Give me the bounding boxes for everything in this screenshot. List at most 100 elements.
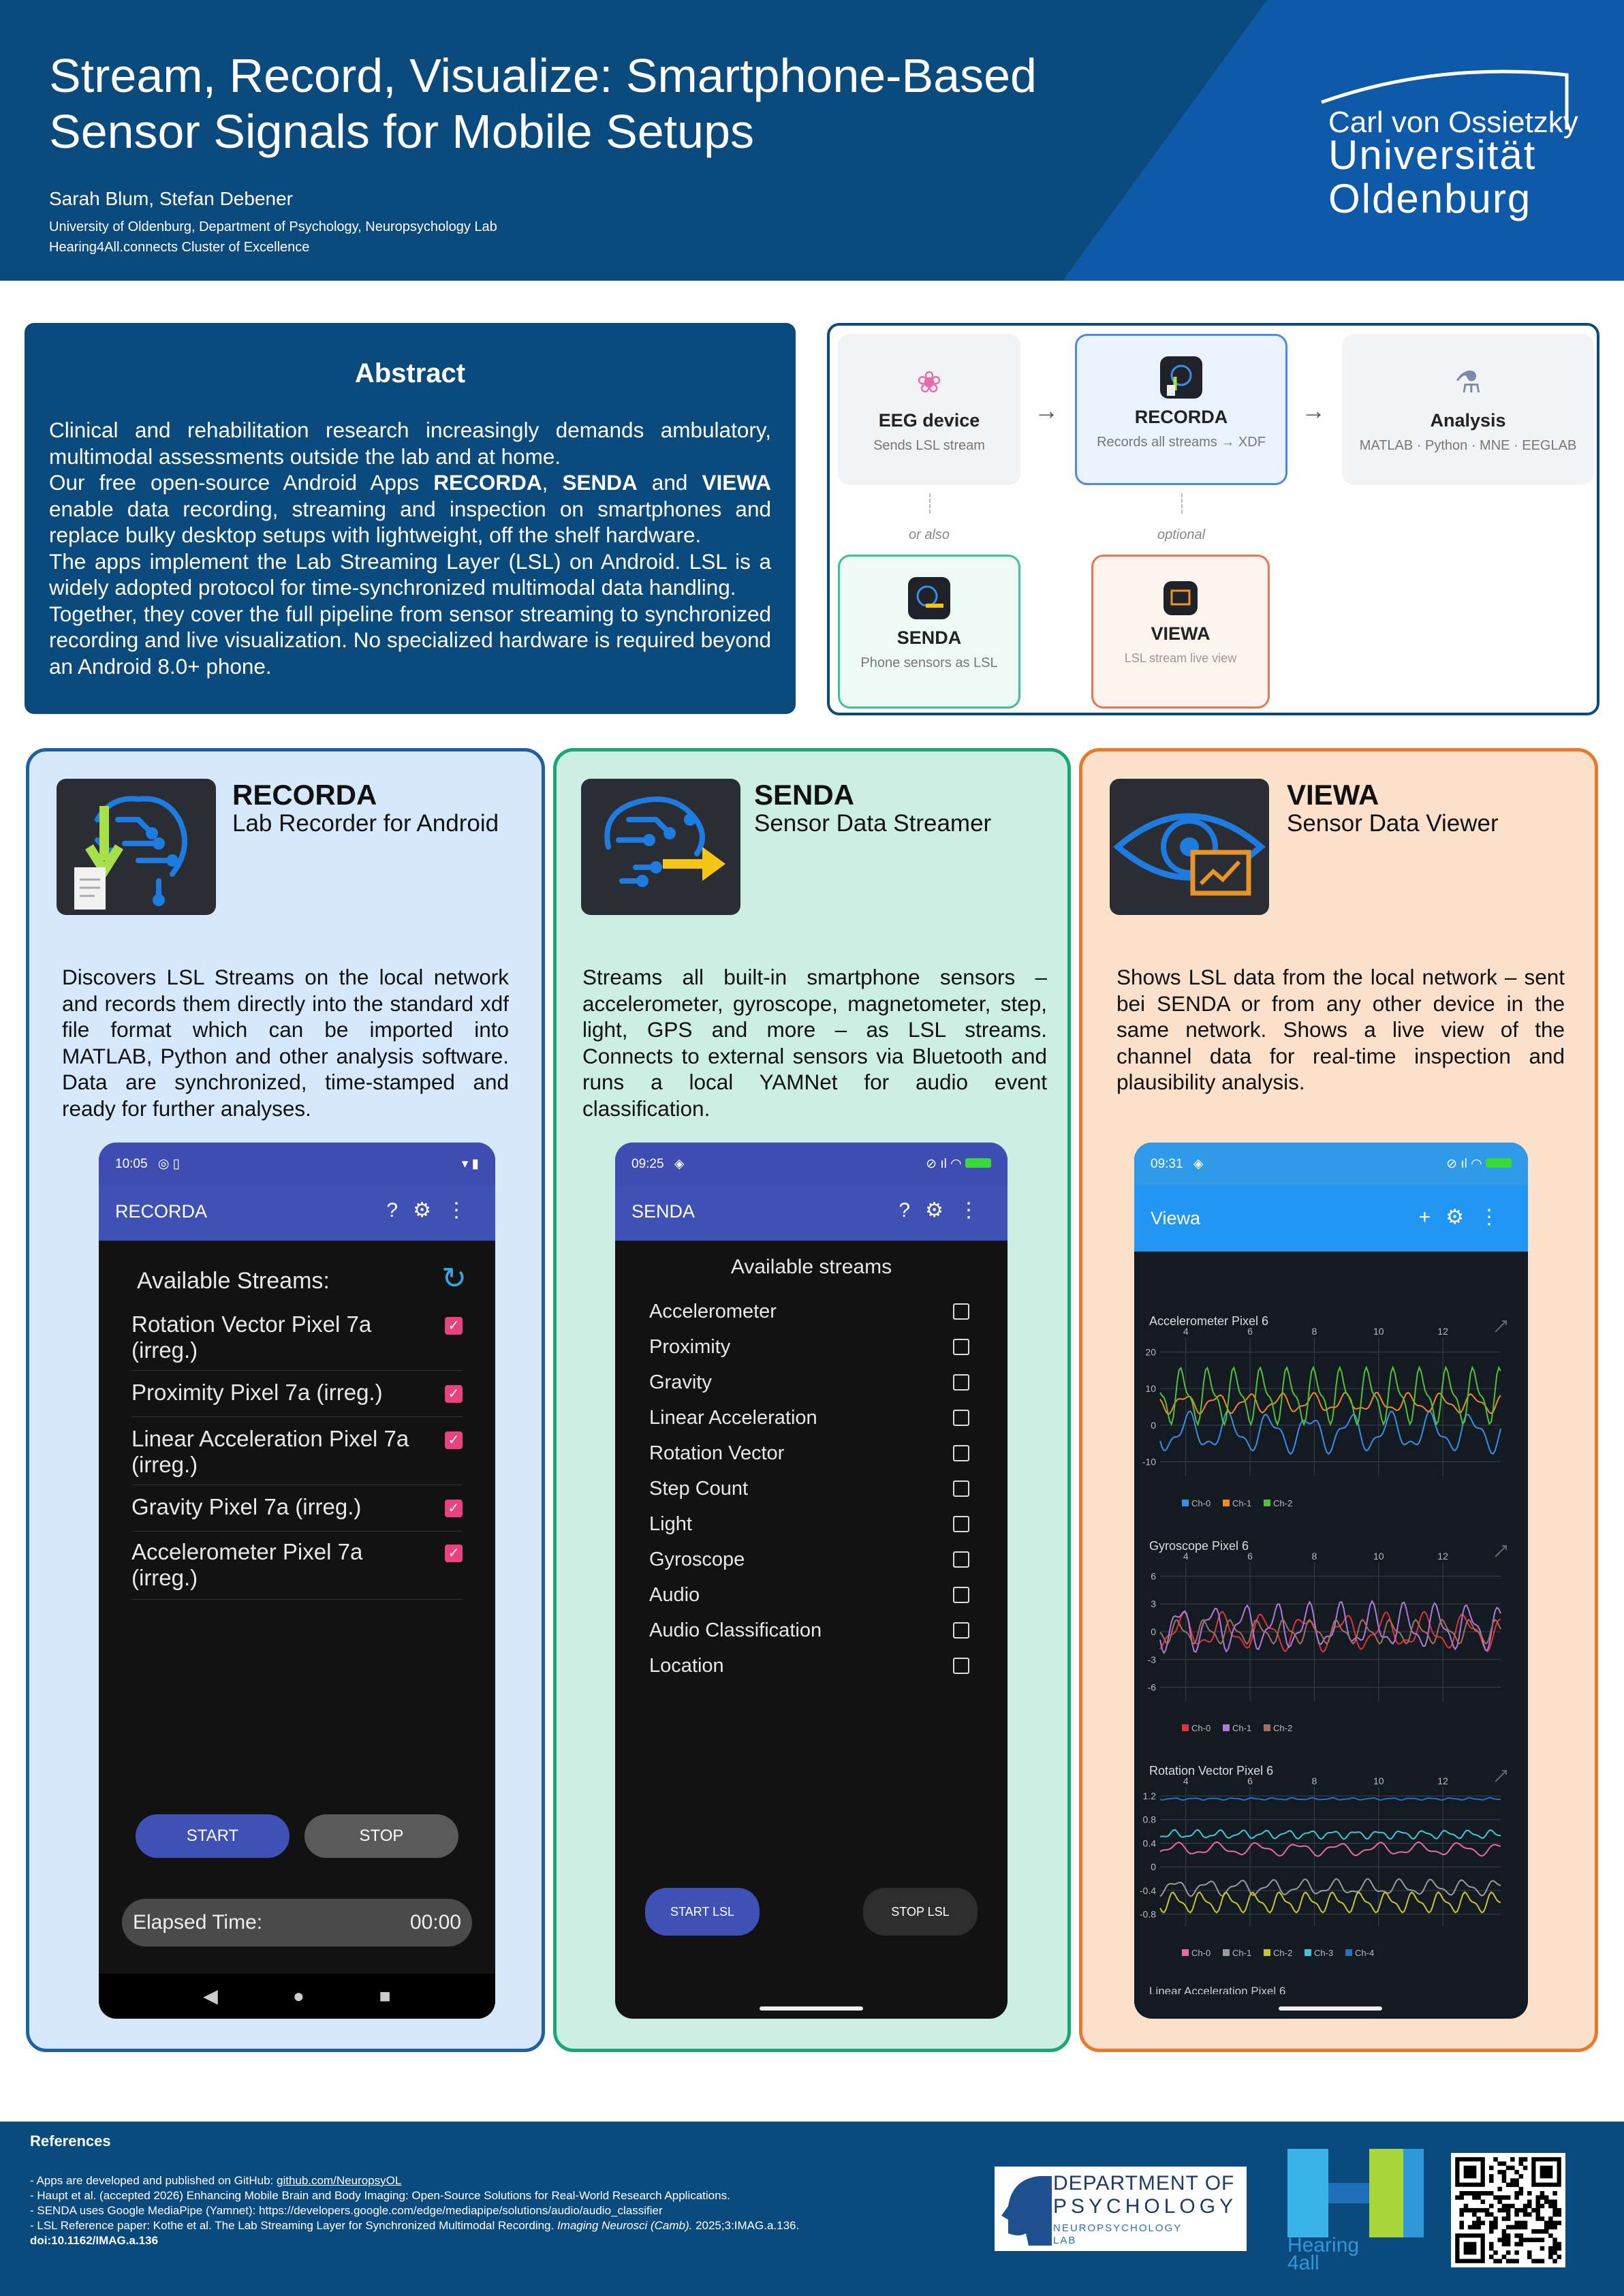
checkbox-unchecked[interactable] — [953, 1445, 969, 1461]
qr-module — [1527, 2254, 1532, 2259]
sensor-row[interactable]: Proximity — [649, 1336, 969, 1359]
qr-module — [1476, 2207, 1481, 2213]
checkbox-unchecked[interactable] — [953, 1658, 969, 1674]
qr-module — [1548, 2203, 1553, 2209]
qr-module — [1548, 2233, 1553, 2238]
sensor-row[interactable]: Location — [649, 1655, 969, 1677]
qr-module — [1489, 2246, 1494, 2251]
x-tick-label: 10 — [1373, 1551, 1384, 1562]
qr-module — [1557, 2241, 1562, 2247]
checkbox-checked[interactable]: ✓ — [445, 1500, 463, 1517]
checkbox-checked[interactable]: ✓ — [445, 1317, 463, 1335]
series-line — [1159, 1891, 1501, 1914]
y-tick-label: -10 — [1142, 1457, 1156, 1468]
qr-code[interactable] — [1451, 2153, 1565, 2267]
checkbox-unchecked[interactable] — [953, 1374, 969, 1391]
sensor-row[interactable]: Accelerometer — [649, 1301, 969, 1323]
more-vert-icon[interactable]: ⋮ — [958, 1199, 994, 1222]
qr-module — [1510, 2178, 1515, 2183]
qr-module — [1535, 2229, 1540, 2234]
qr-module — [1493, 2224, 1498, 2230]
qr-module — [1552, 2207, 1557, 2213]
checkbox-unchecked[interactable] — [953, 1480, 969, 1497]
department-logo: DEPARTMENT OF PSYCHOLOGY NEUROPSYCHOLOGY… — [995, 2167, 1247, 2251]
legend-label: Ch-0 — [1191, 1723, 1211, 1733]
gear-icon[interactable]: ⚙ — [413, 1199, 446, 1222]
stream-row[interactable]: Rotation Vector Pixel 7a (irreg.)✓ — [131, 1312, 463, 1363]
github-link[interactable]: github.com/NeuropsyOL — [276, 2174, 402, 2187]
sensor-row[interactable]: Audio — [649, 1584, 969, 1607]
qr-module — [1493, 2250, 1498, 2255]
qr-module — [1540, 2237, 1545, 2242]
references-list: - Apps are developed and published on Gi… — [30, 2174, 800, 2247]
stop-button[interactable]: STOP — [304, 1814, 458, 1858]
checkbox-unchecked[interactable] — [953, 1622, 969, 1639]
qr-module — [1463, 2191, 1469, 2196]
qr-module — [1535, 2195, 1540, 2200]
checkbox-checked[interactable]: ✓ — [445, 1545, 463, 1562]
more-vert-icon[interactable]: ⋮ — [1479, 1206, 1514, 1228]
checkbox-checked[interactable]: ✓ — [445, 1385, 463, 1403]
checkbox-unchecked[interactable] — [953, 1516, 969, 1532]
qr-module — [1544, 2220, 1549, 2226]
x-tick-label: 4 — [1183, 1775, 1189, 1786]
legend-swatch — [1264, 1949, 1270, 1956]
checkbox-unchecked[interactable] — [953, 1410, 969, 1426]
home-icon[interactable]: ● — [292, 1985, 379, 2006]
sensor-row[interactable]: Gyroscope — [649, 1549, 969, 1571]
sensor-row[interactable]: Audio Classification — [649, 1619, 969, 1642]
start-lsl-button[interactable]: START LSL — [645, 1888, 760, 1936]
refresh-icon[interactable]: ↻ — [441, 1262, 467, 1295]
senda-phone-screenshot: 09:25 ◈ ⊘ ıl ◠ SENDA ?⚙⋮ Available strea… — [615, 1143, 1008, 2019]
more-vert-icon[interactable]: ⋮ — [446, 1199, 482, 1222]
y-tick-label: 0.4 — [1143, 1837, 1157, 1848]
qr-module — [1540, 2195, 1545, 2200]
stream-row[interactable]: Proximity Pixel 7a (irreg.)✓ — [131, 1380, 463, 1406]
sensor-row[interactable]: Step Count — [649, 1478, 969, 1500]
start-button[interactable]: START — [136, 1814, 290, 1858]
stop-lsl-button[interactable]: STOP LSL — [863, 1888, 978, 1936]
add-icon[interactable]: + — [1418, 1206, 1446, 1228]
back-icon[interactable]: ◀ — [203, 1985, 293, 2006]
qr-module — [1522, 2207, 1528, 2213]
senda-app-bar: SENDA ?⚙⋮ — [615, 1185, 1008, 1241]
gear-icon[interactable]: ⚙ — [925, 1199, 958, 1222]
stream-row[interactable]: Linear Acceleration Pixel 7a (irreg.)✓ — [131, 1426, 463, 1478]
qr-module — [1552, 2212, 1557, 2217]
qr-module — [1501, 2229, 1507, 2234]
university-logo-line2: Universität — [1328, 132, 1537, 178]
checkbox-unchecked[interactable] — [953, 1587, 969, 1603]
y-tick-label: 6 — [1151, 1570, 1156, 1581]
sensor-row[interactable]: Light — [649, 1513, 969, 1536]
legend-label: Ch-1 — [1232, 1948, 1251, 1958]
qr-module — [1472, 2207, 1477, 2213]
qr-module — [1514, 2178, 1519, 2183]
qr-module — [1527, 2237, 1532, 2242]
help-icon[interactable]: ? — [386, 1199, 413, 1222]
checkbox-unchecked[interactable] — [953, 1303, 969, 1320]
qr-module — [1484, 2191, 1490, 2196]
recents-icon[interactable]: ■ — [379, 1985, 466, 2006]
qr-module — [1522, 2203, 1528, 2209]
qr-module — [1514, 2212, 1519, 2217]
stream-row[interactable]: Accelerometer Pixel 7a (irreg.)✓ — [131, 1539, 463, 1591]
qr-module — [1501, 2254, 1507, 2259]
gear-icon[interactable]: ⚙ — [1446, 1206, 1479, 1228]
checkbox-checked[interactable]: ✓ — [445, 1431, 463, 1449]
qr-module — [1514, 2233, 1519, 2238]
viewa-app-icon-large — [1110, 779, 1269, 915]
checkbox-unchecked[interactable] — [953, 1339, 969, 1355]
divider — [131, 1531, 463, 1532]
qr-module — [1552, 2199, 1557, 2204]
help-icon[interactable]: ? — [899, 1199, 926, 1222]
sensor-row[interactable]: Rotation Vector — [649, 1442, 969, 1465]
stream-row[interactable]: Gravity Pixel 7a (irreg.)✓ — [131, 1494, 463, 1520]
sensor-row[interactable]: Gravity — [649, 1371, 969, 1394]
y-tick-label: 0 — [1151, 1861, 1156, 1872]
sensor-row[interactable]: Linear Acceleration — [649, 1407, 969, 1429]
qr-module — [1522, 2212, 1528, 2217]
legend-label: Ch-1 — [1232, 1723, 1251, 1733]
checkbox-unchecked[interactable] — [953, 1551, 969, 1568]
series-line — [1159, 1878, 1501, 1897]
